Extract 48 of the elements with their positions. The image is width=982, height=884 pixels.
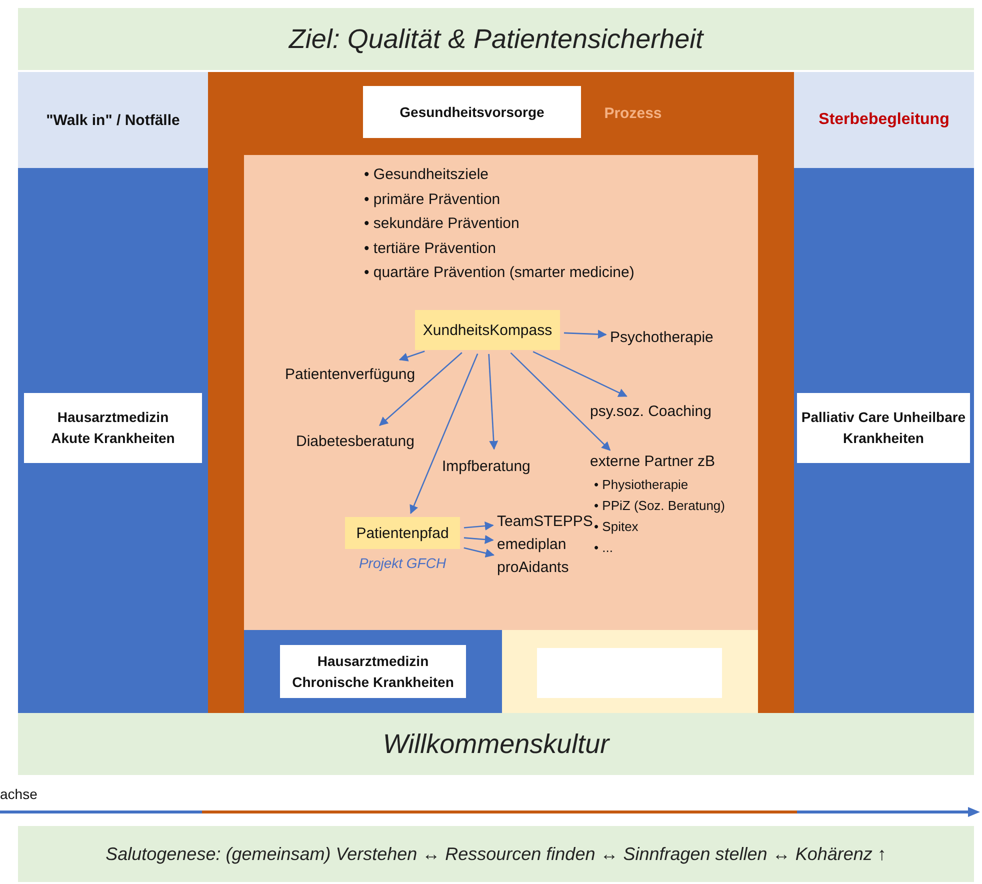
bullet-item: • Spitex xyxy=(594,518,640,536)
node-text: Psychotherapie xyxy=(610,324,730,350)
project-label: Projekt GFCH xyxy=(358,554,448,573)
process-label: Prozess xyxy=(603,104,663,124)
arrow xyxy=(532,351,628,397)
column-panel xyxy=(794,168,974,713)
bullet-item: • ... xyxy=(594,539,614,557)
arrow xyxy=(410,353,478,514)
bullet-item: • Physiotherapie xyxy=(594,476,690,494)
arrow xyxy=(398,350,425,362)
header-cell: "Walk in" / Notfälle xyxy=(18,72,208,168)
arrow xyxy=(464,534,494,544)
arrow xyxy=(510,352,611,451)
heading-band: Ziel: Qualität & Patientensicherheit xyxy=(18,8,974,70)
content-panel xyxy=(244,155,758,630)
bullet-item: • primäre Prävention xyxy=(364,190,502,210)
bullet-item: • PPiZ (Soz. Beratung) xyxy=(594,497,726,515)
node-text: Patientenverfügung xyxy=(285,361,430,387)
highlight-box: Patientenpfad xyxy=(345,517,460,549)
bullet-item: • quartäre Prävention (smarter medicine) xyxy=(364,263,634,283)
label-box: Gesundheitsvorsorge xyxy=(363,86,581,138)
column-panel xyxy=(502,630,758,713)
arrow xyxy=(464,547,495,558)
column-panel xyxy=(18,168,208,713)
label-box: Palliativ Care Unheilbare Krankheiten xyxy=(797,393,970,463)
label-box: Hausarztmedizin Chronische Krankheiten xyxy=(280,645,466,698)
bullet-item: • sekundäre Prävention xyxy=(364,214,520,234)
arrow xyxy=(488,354,498,450)
heading-band: Willkommenskultur xyxy=(18,713,974,775)
arrow xyxy=(379,352,462,426)
header-cell: Sterbebegleitung xyxy=(794,72,974,168)
arrow xyxy=(464,521,494,530)
highlight-box: XundheitsKompass xyxy=(415,310,560,350)
bullet-item: • Gesundheitsziele xyxy=(364,165,490,185)
bullet-item: • tertiäre Prävention xyxy=(364,238,497,258)
axis-label: achse xyxy=(0,786,38,802)
list-heading: externe Partner zB xyxy=(590,453,716,470)
node-text: Diabetesberatung xyxy=(296,428,428,454)
column-panel xyxy=(244,630,502,713)
node-text: psy.soz. Coaching xyxy=(590,398,725,424)
process-frame xyxy=(208,72,794,713)
node-text: Impfberatung xyxy=(442,453,548,479)
node-text: emediplan xyxy=(497,533,589,555)
node-text: proAidants xyxy=(497,556,589,578)
label-box xyxy=(537,648,722,698)
label-box: Hausarztmedizin Akute Krankheiten xyxy=(24,393,202,463)
arrow xyxy=(564,330,607,339)
footer-band: Salutogenese: (gemeinsam) Verstehen ↔ Ressourcen finden ↔ Sinnfragen stellen ↔ Kohärenz ↑ xyxy=(18,826,974,882)
